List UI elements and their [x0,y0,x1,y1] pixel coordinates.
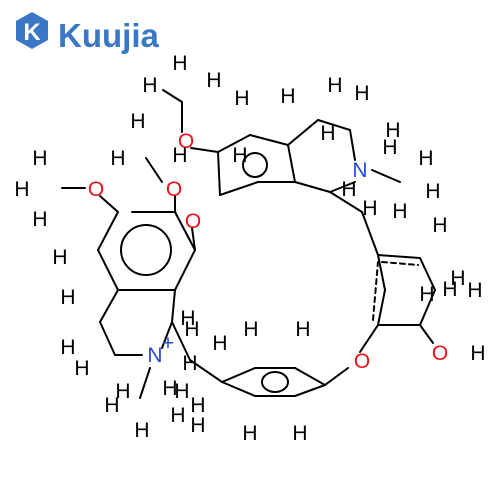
atom-label: H [182,352,197,375]
atom-label: H [52,246,67,269]
atom-label: H [385,119,400,142]
atom-label: H [115,380,130,403]
atom-label: H [382,136,397,159]
atom-label: H [418,147,433,170]
atom-label: H [74,357,89,380]
atom-label: H [32,208,47,231]
atom-label: H [110,147,125,170]
atom-label: H [60,286,75,309]
atom-label: N [147,344,162,367]
bonds [61,89,436,399]
atom-label: H [170,404,185,427]
atom-label: H [419,283,434,306]
atom-label: H [242,422,257,445]
atom-label: N [352,159,367,182]
atom-label: H [60,336,75,359]
atom-label: O [185,210,201,233]
atom-label: H [32,147,47,170]
charge-label: + [162,332,174,355]
atom-label: H [14,178,29,201]
atom-label: O [354,350,370,373]
atom-label: H [180,307,195,330]
atom-label: H [425,180,440,203]
atom-label: H [190,394,205,417]
atom-label: H [134,419,149,442]
atom-label: H [450,267,465,290]
atom-label: H [190,414,205,437]
atom-label: H [206,69,221,92]
atom-label: H [432,214,447,237]
atom-label: H [362,197,377,220]
atom-label: H [234,87,249,110]
atom-label: H [392,200,407,223]
brand-logo: K Kuujia [16,12,159,54]
atom-label: H [232,144,247,167]
atom-label: H [442,278,457,301]
atom-label: O [432,342,448,365]
atom-label: H [172,144,187,167]
atom-label: H [130,110,145,133]
brand-logo-icon [16,12,48,49]
atom-labels: H H H O H H H O H H H O H O H H H H H H … [14,52,485,445]
atom-label: H [280,85,295,108]
atom-label: H [470,342,485,365]
atom-label: H [184,318,199,341]
atom-label: H [104,394,119,417]
atom-label: H [174,380,189,403]
brand-logo-name: Kuujia [58,17,159,54]
atom-label: H [354,82,369,105]
atom-label: H [162,377,177,400]
atom-label: H [172,52,187,75]
atom-label: H [295,318,310,341]
atom-label: H [212,332,227,355]
atom-label: O [88,178,104,201]
atom-label: O [166,178,182,201]
atom-label: H [327,74,342,97]
atom-label: H [243,318,258,341]
atom-label: O [178,130,194,153]
atom-label: H [341,178,356,201]
atom-label: H [142,74,157,97]
brand-logo-mark: K [23,19,41,46]
atom-label: H [467,279,482,302]
atom-label: H [320,122,335,145]
atom-label: H [292,422,307,445]
